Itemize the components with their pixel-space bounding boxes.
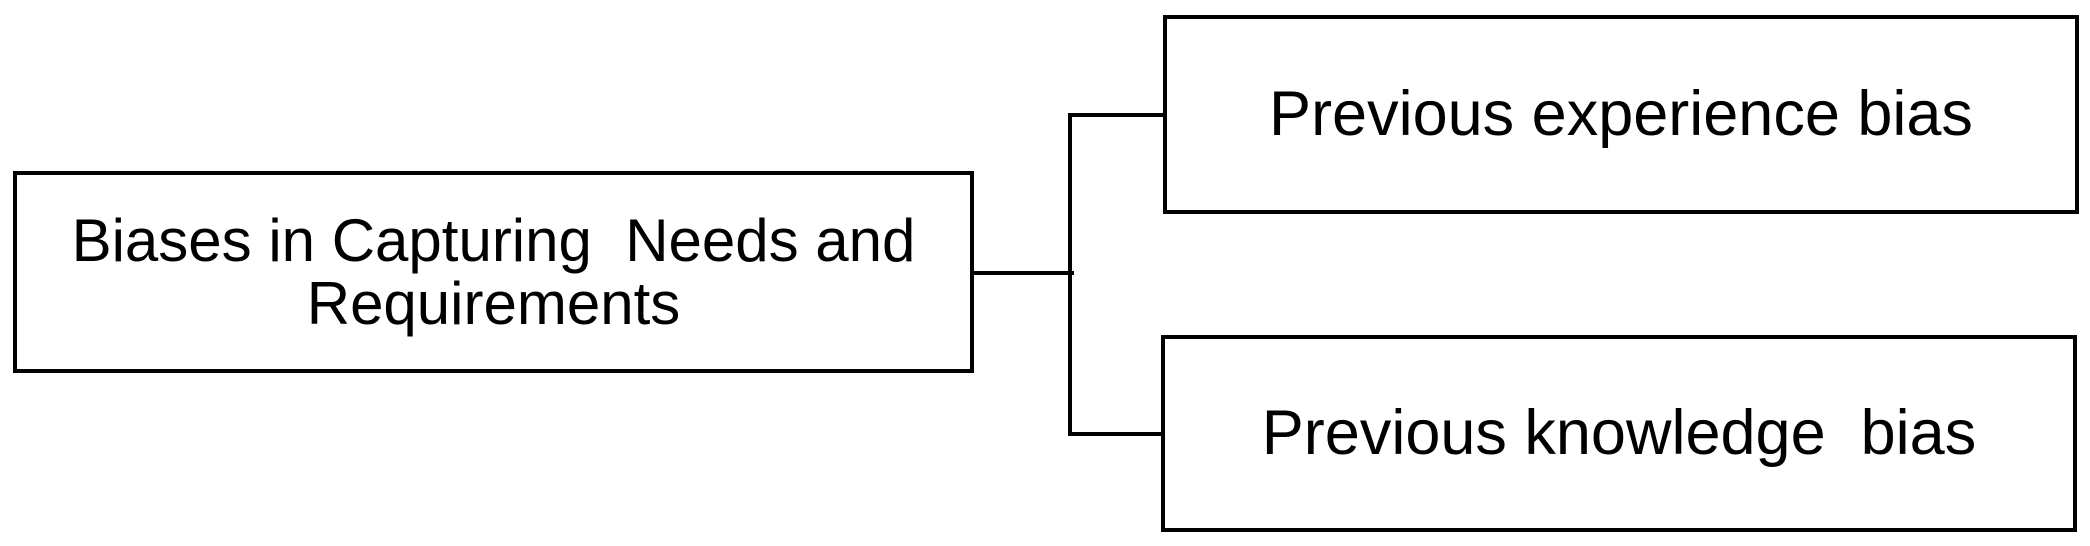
connector-branch-bottom: [1068, 432, 1163, 436]
node-previous-knowledge-bias-label: Previous knowledge bias: [1261, 397, 1977, 468]
connector-trunk: [1068, 113, 1072, 436]
node-previous-knowledge-bias: Previous knowledge bias: [1161, 335, 2077, 532]
connector-root-stub: [974, 271, 1074, 275]
node-biases-root-label: Biases in Capturing Needs and Requiremen…: [71, 207, 916, 337]
node-previous-experience-bias: Previous experience bias: [1163, 15, 2079, 214]
node-biases-root: Biases in Capturing Needs and Requiremen…: [13, 171, 974, 373]
connector-branch-top: [1068, 113, 1165, 117]
node-previous-experience-bias-label: Previous experience bias: [1269, 78, 1973, 149]
